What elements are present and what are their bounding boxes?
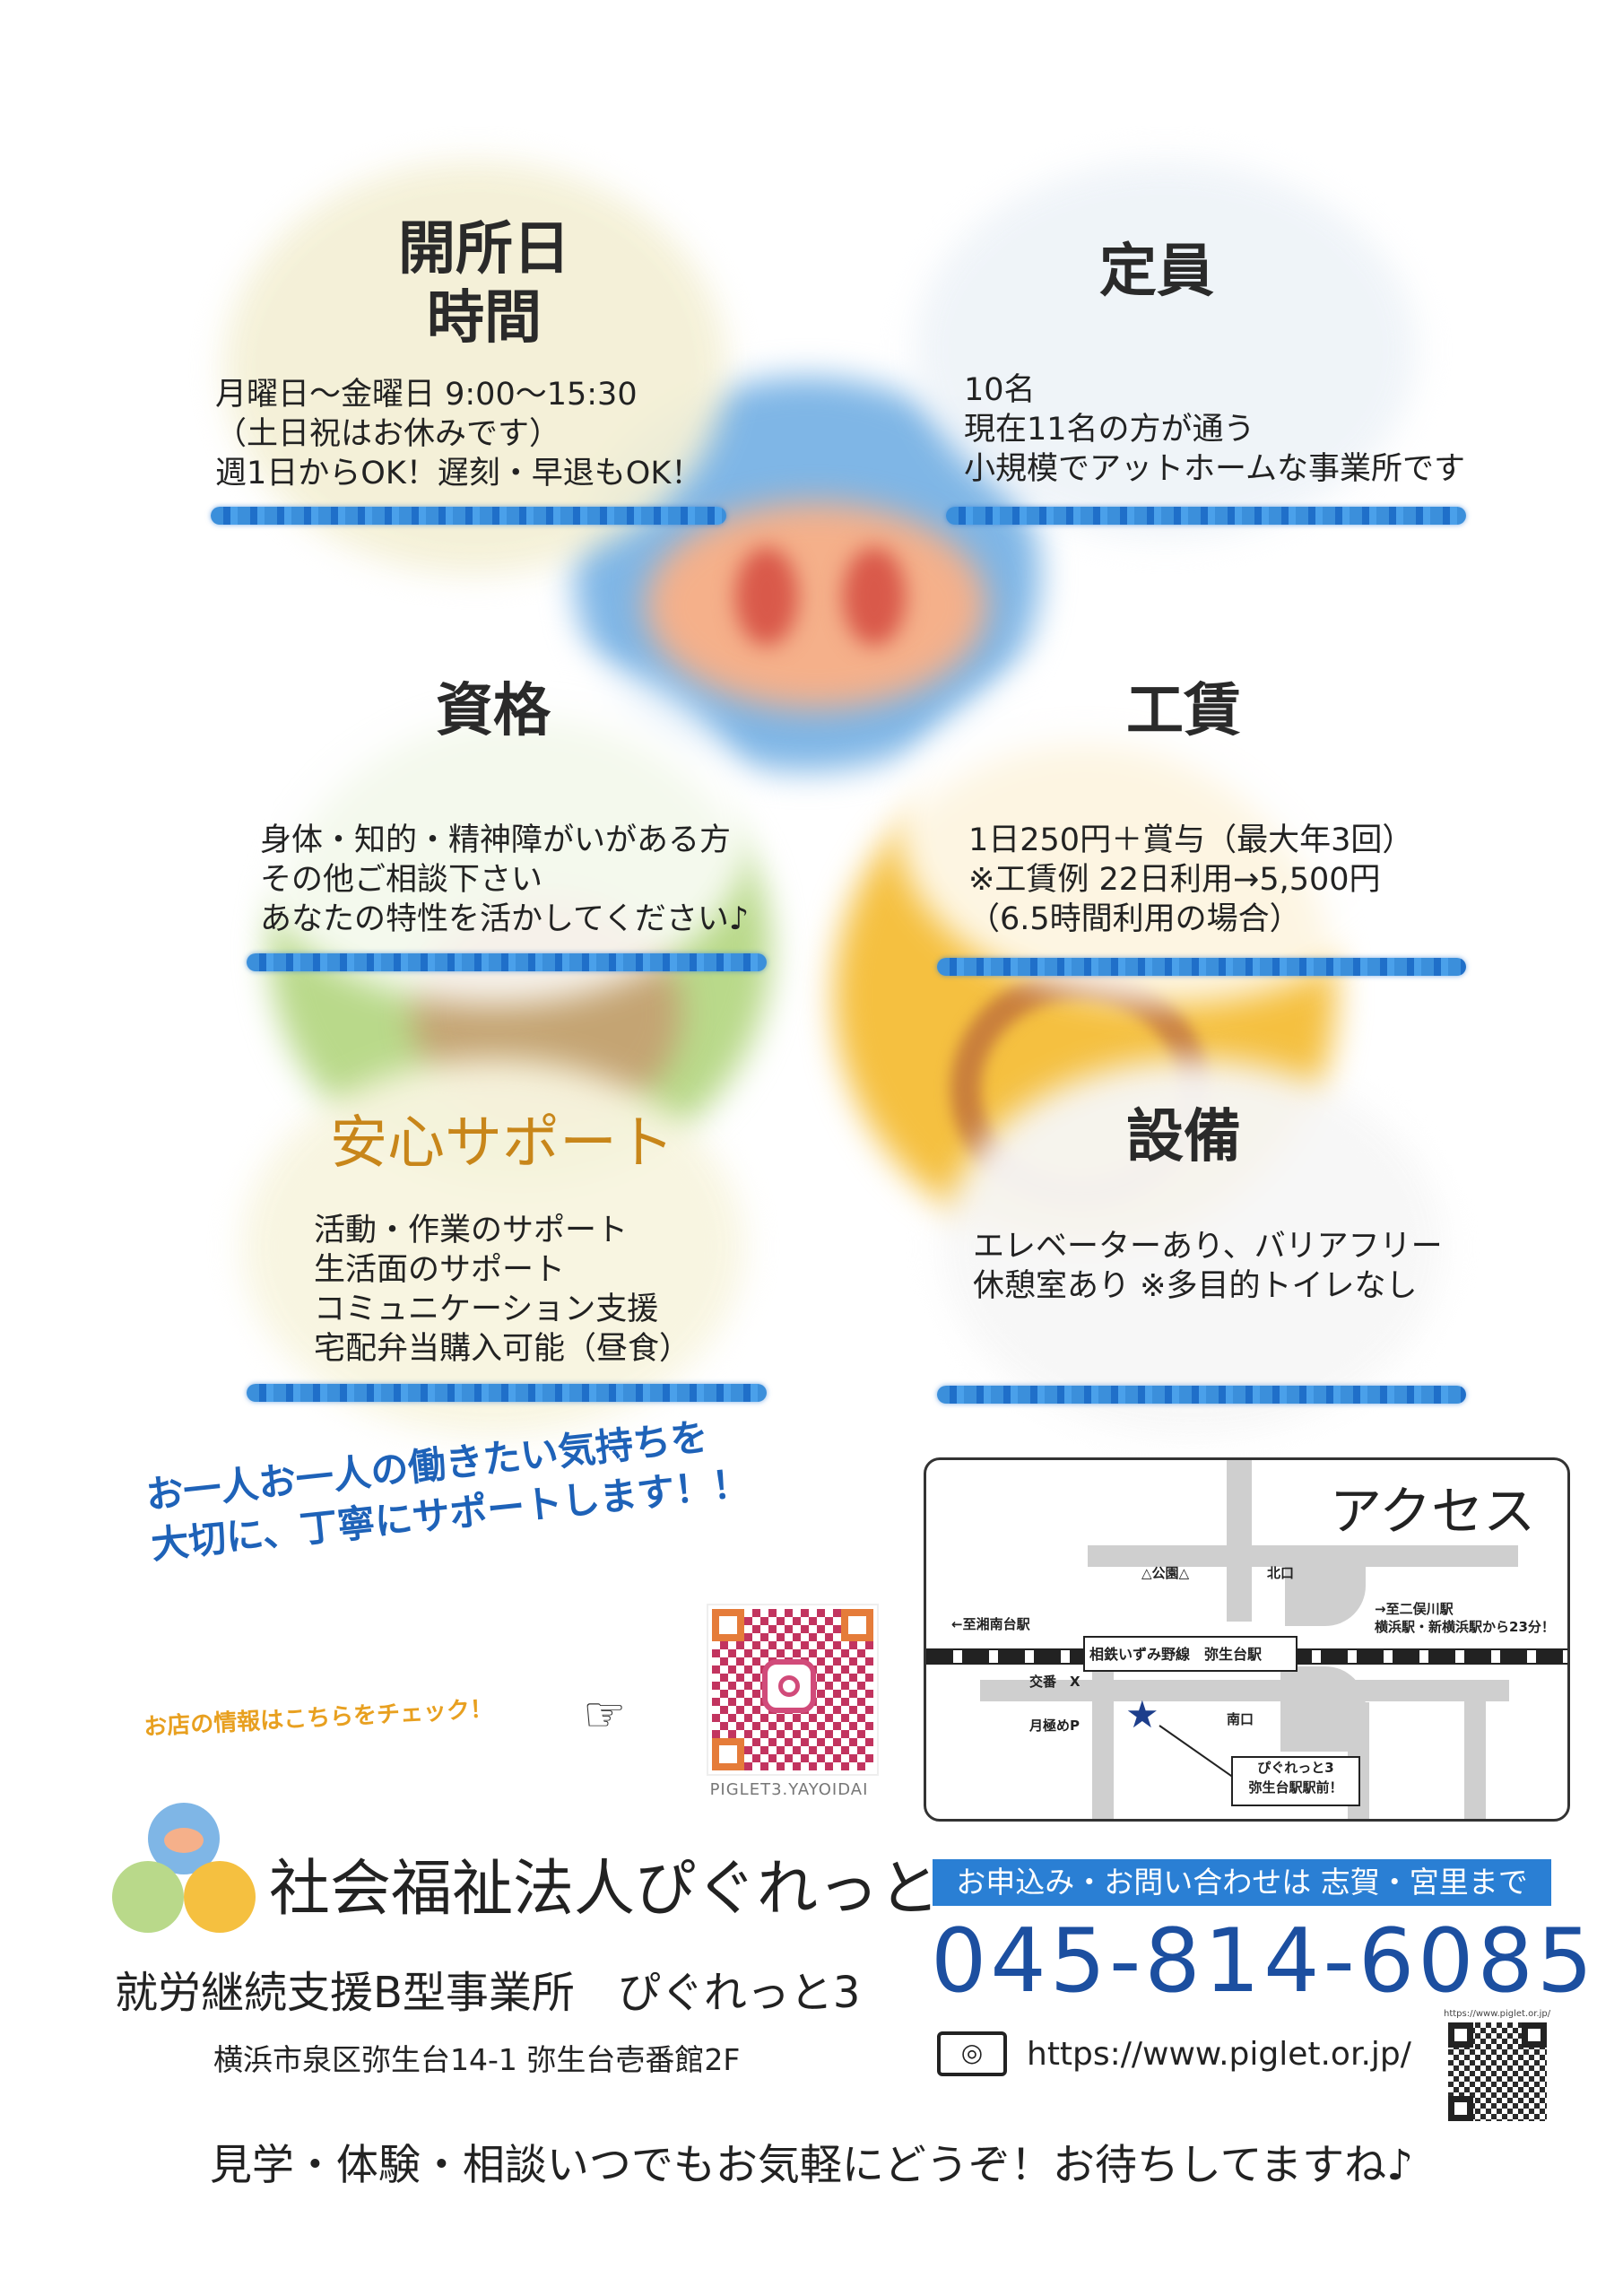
support-body: 活動・作業のサポート 生活面のサポート コミュニケーション支援 宅配弁当購入可能…: [314, 1211, 690, 1369]
wage-line: 1日250円＋賞与（最大年3回）: [968, 822, 1414, 858]
map-callout-line1: ぴぐれっと3: [1257, 1760, 1334, 1776]
qualification-line: あなたの特性を活かしてください♪: [260, 901, 750, 937]
wage-body: 1日250円＋賞与（最大年3回） ※工賃例 22日利用→5,500円 （6.5時…: [968, 821, 1413, 939]
map-callout-line: [1159, 1725, 1234, 1779]
website-qr-caption: https://www.piglet.or.jp/: [1444, 2009, 1551, 2019]
qualification-body: 身体・知的・精神障がいがある方 その他ご相談下さい あなたの特性を活かしてくださ…: [260, 821, 749, 939]
website-link[interactable]: https://www.piglet.or.jp/: [1027, 2036, 1411, 2073]
phone-number[interactable]: 045-814-6085: [931, 1910, 1597, 2013]
support-line: 活動・作業のサポート: [314, 1213, 629, 1248]
capacity-body: 10名 現在11名の方が通う 小規模でアットホームな事業所です: [964, 370, 1465, 489]
nostril-right: [843, 547, 906, 646]
org-name: 社会福祉法人ぴぐれっと: [269, 1854, 941, 1925]
map-road: [980, 1680, 1509, 1701]
instagram-handle: PIGLET3.YAYOIDAI: [709, 1780, 869, 1799]
address: 横浜市泉区弥生台14-1 弥生台壱番館2F: [213, 2042, 741, 2077]
hours-underline: [211, 507, 726, 525]
facility-line: エレベーターあり、バリアフリー: [973, 1229, 1443, 1265]
hours-title: 開所日 時間: [359, 215, 610, 353]
qualification-line: その他ご相談下さい: [260, 862, 543, 898]
shop-info-text: お店の情報はこちらをチェック！: [143, 1695, 494, 1742]
wage-underline: [937, 958, 1466, 976]
map-south-exit: 南口: [1227, 1711, 1254, 1727]
wage-title: 工賃: [1126, 678, 1241, 744]
access-map: 相鉄いずみ野線 弥生台駅 アクセス △公園△ 北口 ←至湘南台駅 →至二俣川駅 …: [924, 1457, 1570, 1822]
logo-yellow-circle: [184, 1861, 256, 1933]
map-koban-text: 交番: [1029, 1674, 1057, 1690]
qr-finder-tl: [712, 1609, 744, 1641]
hours-title-line1: 開所日: [398, 216, 570, 283]
capacity-line: 現在11名の方が通う: [964, 412, 1255, 448]
map-north-exit: 北口: [1267, 1565, 1295, 1581]
support-title: 安心サポート: [330, 1110, 674, 1177]
map-koban: 交番 X: [1029, 1674, 1081, 1690]
support-line: コミュニケーション支援: [314, 1292, 659, 1327]
logo-green-circle: [112, 1861, 184, 1933]
qualification-line: 身体・知的・精神障がいがある方: [260, 822, 732, 858]
hours-line: 月曜日～金曜日 9:00～15:30: [215, 377, 638, 413]
map-callout-line2: 弥生台駅駅前！: [1248, 1779, 1343, 1796]
slogan: お一人お一人の働きたい気持ちを 大切に、丁寧にサポートします！！: [143, 1408, 752, 1570]
qualification-underline: [247, 953, 767, 971]
web-icon: ◎: [937, 2031, 1007, 2076]
website-qr-code[interactable]: [1448, 2022, 1547, 2121]
map-road: [1227, 1460, 1252, 1622]
capacity-title: 定員: [1099, 239, 1214, 305]
wage-bg-circle: [897, 646, 1435, 1004]
facility-title: 設備: [1126, 1104, 1241, 1170]
map-road: [1092, 1666, 1114, 1819]
instagram-icon: [762, 1659, 816, 1713]
facility-underline: [937, 1386, 1466, 1404]
map-station-label: 相鉄いずみ野線 弥生台駅: [1089, 1646, 1263, 1663]
location-star-icon: ★: [1125, 1692, 1159, 1736]
map-park-label: △公園△: [1141, 1565, 1190, 1581]
facility-body: エレベーターあり、バリアフリー 休憩室あり ※多目的トイレなし: [973, 1227, 1443, 1306]
nostril-left: [735, 547, 798, 646]
wage-line: （6.5時間利用の場合）: [968, 901, 1301, 937]
logo-snout: [164, 1828, 204, 1853]
capacity-line: 小規模でアットホームな事業所です: [964, 451, 1465, 487]
map-travel-time: 横浜駅・新横浜駅から23分！: [1375, 1619, 1555, 1635]
capacity-bg-circle: [915, 161, 1417, 538]
facility-line: 休憩室あり ※多目的トイレなし: [973, 1268, 1418, 1304]
org-logo: [108, 1803, 260, 1946]
map-parking: 月極めP: [1029, 1718, 1080, 1734]
support-bg-circle: [242, 1058, 744, 1435]
contact-banner: お申込み・お問い合わせは 志賀・宮里まで: [933, 1859, 1551, 1906]
qr-finder-tr: [841, 1609, 873, 1641]
qualification-title: 資格: [436, 678, 551, 744]
qualification-bg-circle: [233, 646, 753, 1004]
instagram-qr-code[interactable]: [708, 1605, 877, 1774]
map-road: [1285, 1545, 1366, 1626]
facility-bg-circle: [942, 1058, 1444, 1435]
pointing-hand-icon: ☞: [583, 1686, 627, 1743]
map-to-shonandai: ←至湘南台駅: [951, 1616, 1030, 1632]
snout-blob: [646, 502, 986, 709]
hours-bg-circle: [224, 161, 726, 574]
support-underline: [247, 1384, 767, 1402]
support-line: 宅配弁当購入可能（昼食）: [314, 1331, 691, 1367]
support-line: 生活面のサポート: [314, 1252, 566, 1288]
map-road: [1464, 1680, 1486, 1819]
hours-line: 週1日からOK！遅刻・早退もOK！: [215, 456, 703, 491]
access-title: アクセス: [1330, 1481, 1536, 1542]
hours-body: 月曜日～金曜日 9:00～15:30 （土日祝はお休みです） 週1日からOK！遅…: [215, 375, 702, 493]
hours-line: （土日祝はお休みです）: [215, 416, 561, 452]
wage-line: ※工賃例 22日利用→5,500円: [968, 862, 1381, 898]
capacity-underline: [946, 507, 1466, 525]
map-station-box: [1083, 1636, 1298, 1672]
map-to-futamatagawa: →至二俣川駅: [1375, 1601, 1454, 1617]
map-callout: ぴぐれっと3 弥生台駅駅前！: [1231, 1756, 1360, 1806]
footer-message: 見学・体験・相談いつでもお気軽にどうぞ！お待ちしてますね♪: [209, 2141, 1414, 2190]
qr-finder-bl: [712, 1738, 744, 1770]
hours-title-line2: 時間: [427, 284, 542, 352]
office-name: 就労継続支援B型事業所 ぴぐれっと3: [115, 1968, 861, 2018]
map-park-text: 公園: [1151, 1565, 1179, 1581]
capacity-line: 10名: [964, 372, 1036, 408]
